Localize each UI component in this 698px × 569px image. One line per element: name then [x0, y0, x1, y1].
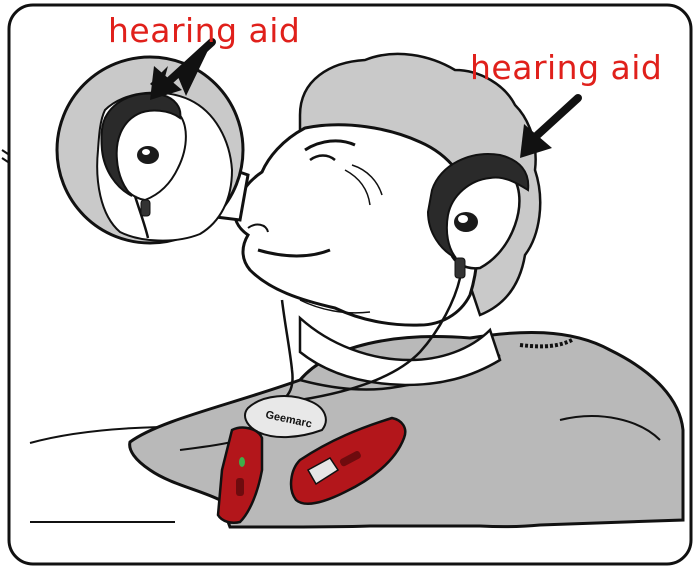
hearing-aid-right-plug [455, 258, 465, 278]
edge-tick [2, 150, 8, 162]
hearing-aid-right-bud-highlight [458, 215, 468, 223]
device-left-button [236, 478, 244, 496]
magnifier-bud-highlight [142, 149, 150, 155]
magnifier-bud [137, 146, 159, 164]
hearing-aid-label-left: hearing aid [108, 14, 300, 47]
magnifier-plug [141, 200, 150, 216]
device-left-led [239, 457, 245, 467]
hearing-aid-label-right: hearing aid [470, 51, 662, 84]
